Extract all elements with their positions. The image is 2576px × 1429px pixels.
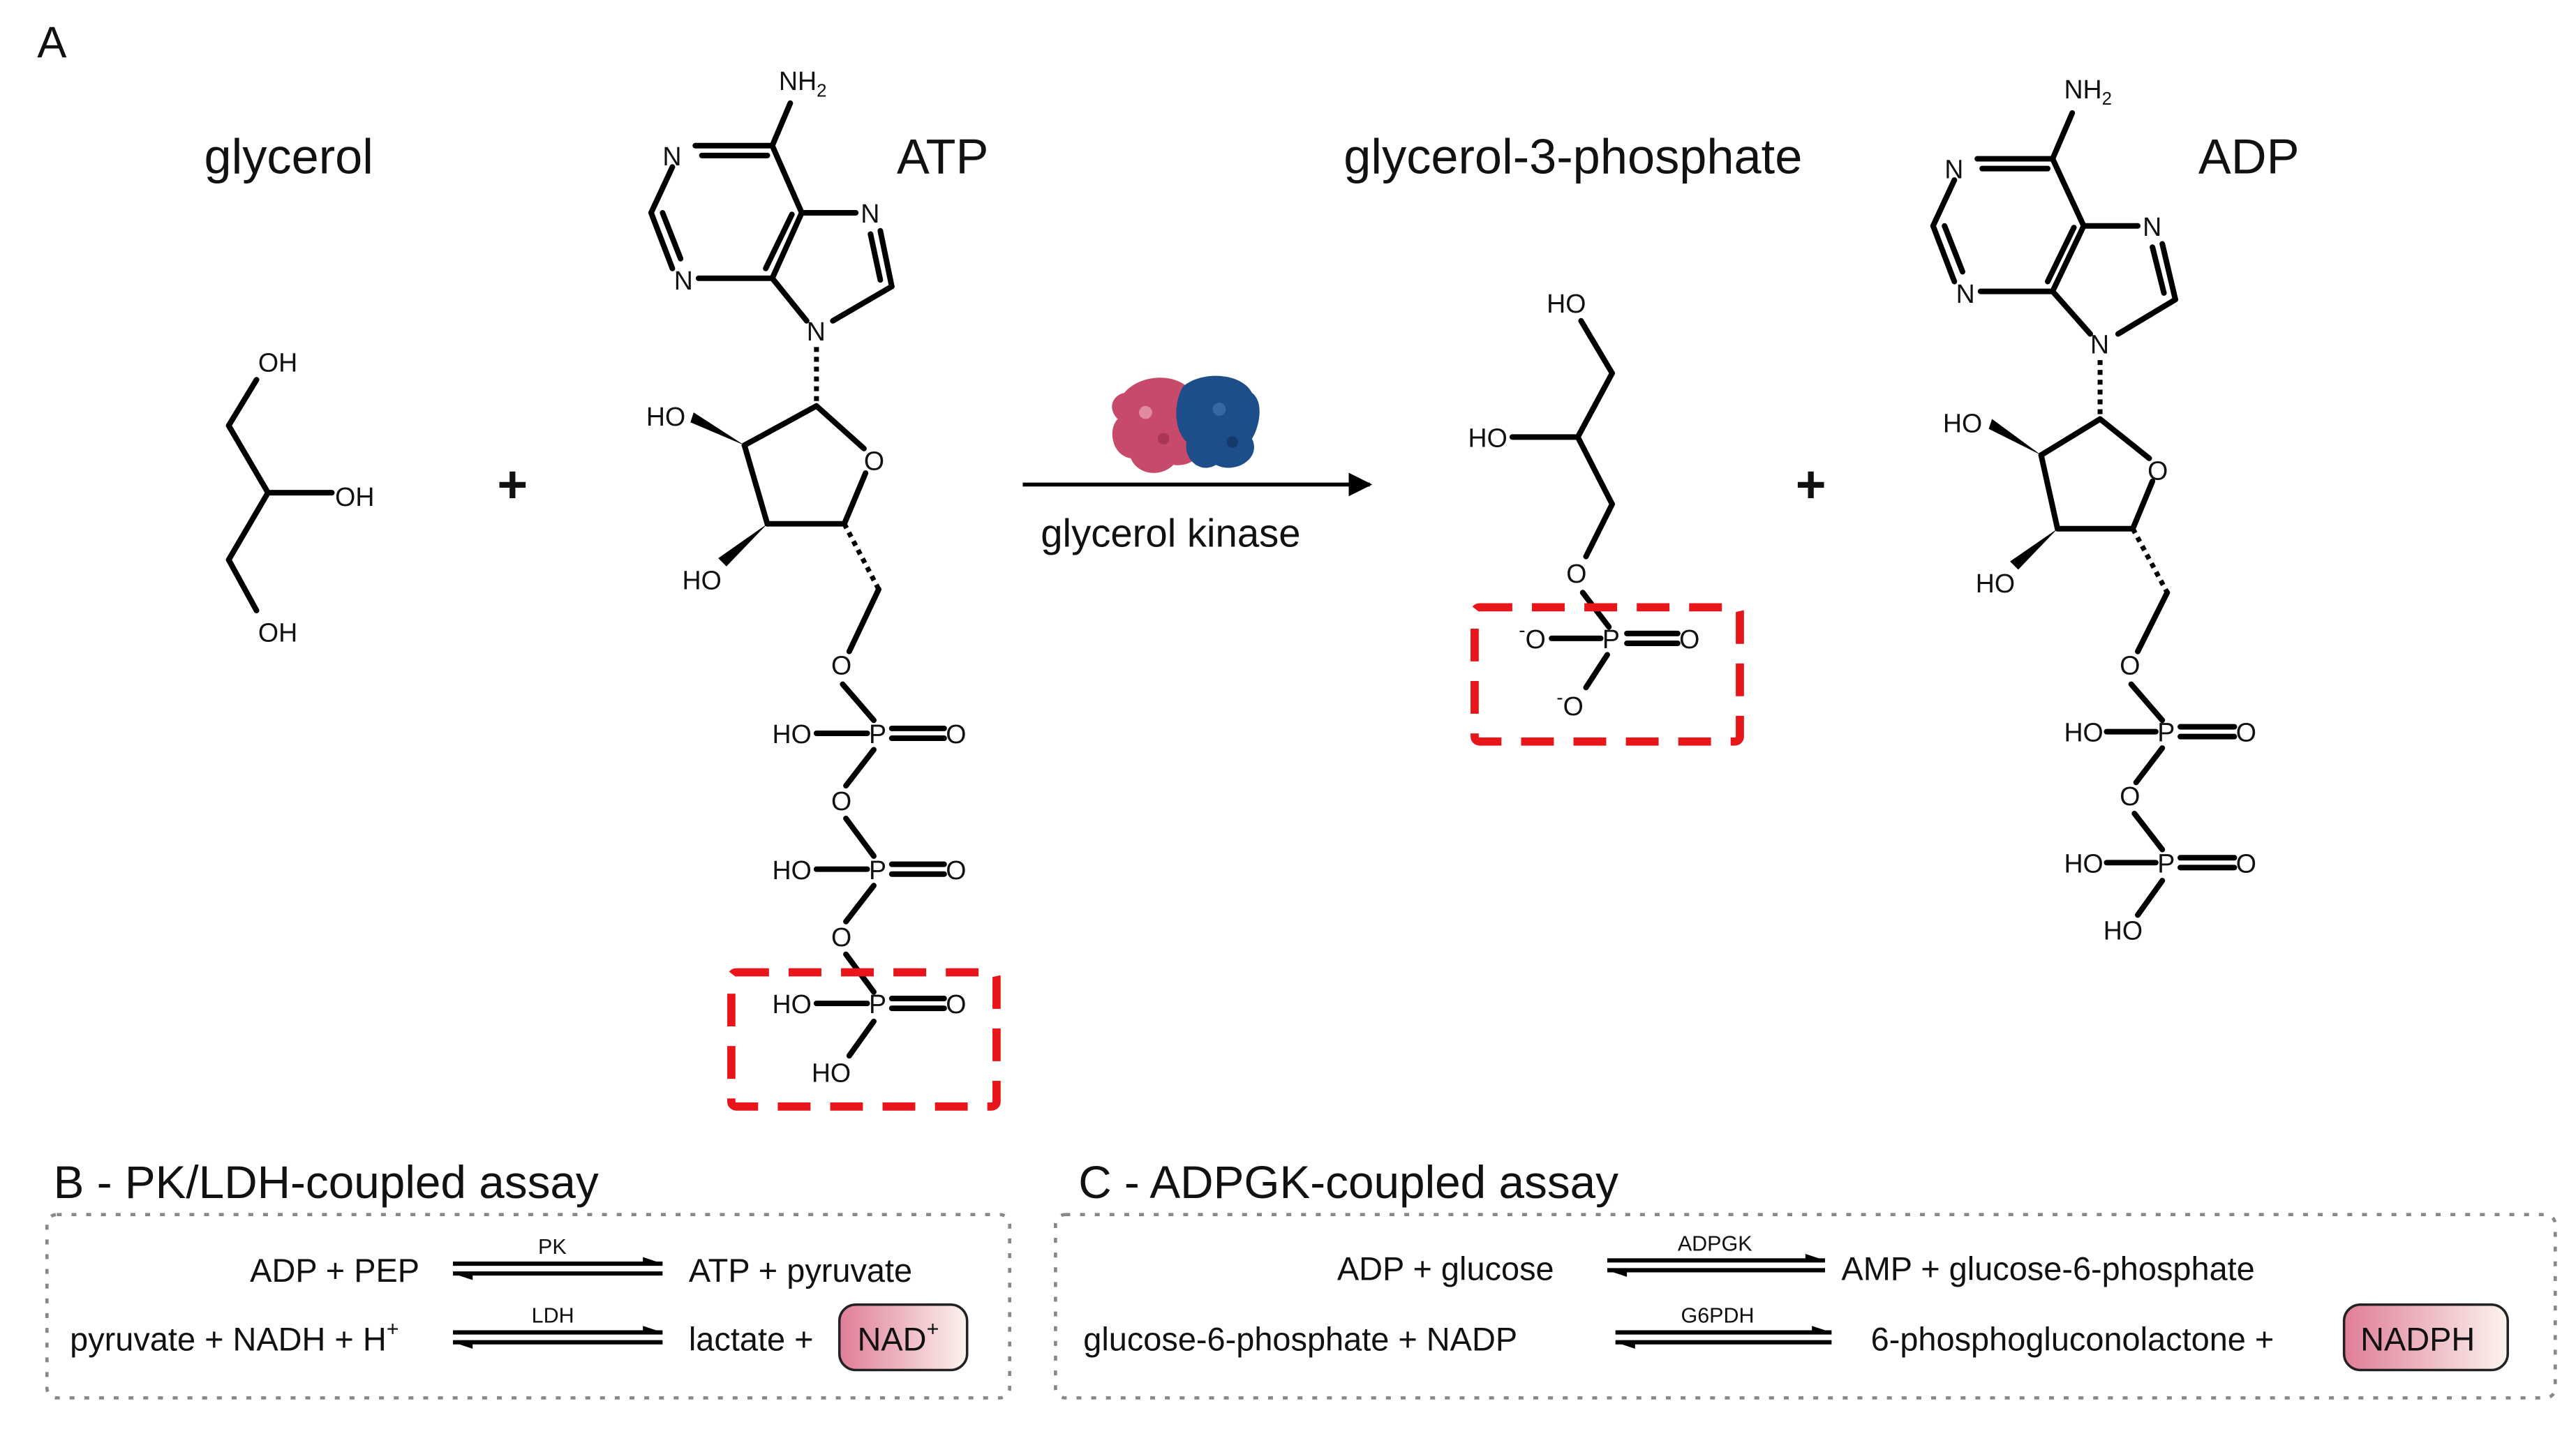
atp-bridge-2: O [831,922,851,952]
glycerol-label: glycerol [204,129,373,184]
glycerol-oh-2: OH [335,482,374,511]
panel-c-r2-right: 6-phosphogluconolactone + [1871,1321,2275,1357]
adp-bridge: O [2120,781,2140,811]
panel-c-r1-left: ADP + glucose [1337,1251,1554,1287]
atp-nh2: NH2 [779,66,827,100]
adp-n3: N [1956,279,1975,308]
nadph-highlight-box [2342,1303,2509,1372]
g3p-ho-1: HO [1547,289,1586,318]
glycerol-structure: OH OH OH [225,348,374,648]
panel-b-r1-enzyme: PK [538,1235,567,1259]
atp-pb-o: O [946,855,966,885]
atp-ho-3: HO [683,566,722,595]
atp-pa-o: O [946,719,966,749]
panel-b-r2-right: lactate + [689,1321,814,1357]
plus-sign-1: + [497,455,528,514]
g3p-ho-2: HO [1468,423,1507,452]
g3p-o-minus-1: -O [1519,620,1546,654]
atp-pg-ho-2: HO [812,1058,851,1088]
atp-ho-2: HO [646,402,685,431]
adp-pa-p: P [2157,718,2175,747]
atp-n7: N [861,199,879,228]
adp-structure: NH2 N N N N O HO HO O [1930,75,2256,945]
atp-gamma-phosphate-highlight [727,968,1001,1111]
plus-sign-2: + [1796,455,1826,514]
atp-n1: N [662,142,681,171]
adp-n9: N [2090,330,2109,359]
adp-ring-o: O [2147,456,2168,485]
panel-c-r2-enzyme: G6PDH [1681,1304,1755,1328]
panel-c-r1-right: AMP + glucose-6-phosphate [1841,1251,2254,1287]
adp-pa-o: O [2236,718,2256,747]
atp-label: ATP [897,129,989,184]
atp-structure: NH2 N N N N O HO HO [646,66,966,1088]
atp-pb-p: P [869,855,886,885]
adp-pb-o: O [2236,848,2256,878]
panel-b-title: B - PK/LDH-coupled assay [54,1157,599,1208]
panel-c-r1-enzyme: ADPGK [1678,1232,1752,1255]
panel-c-r2-left: glucose-6-phosphate + NADP [1083,1321,1517,1357]
panel-b-r1-equilibrium-arrow [453,1257,663,1280]
panel-b-r1-right: ATP + pyruvate [689,1252,912,1289]
atp-pa-ho: HO [773,719,812,749]
nad-highlight-label: NAD+ [858,1317,939,1357]
adp-nh2: NH2 [2064,75,2112,109]
atp-pg-p: P [869,989,886,1019]
panel-c-title: C - ADPGK-coupled assay [1078,1157,1618,1208]
atp-o5: O [831,651,851,680]
panel-c-box [1054,1213,2557,1400]
atp-n9: N [807,317,826,346]
panel-b-r2-equilibrium-arrow [453,1326,663,1349]
glycerol-oh-3: OH [258,618,297,648]
g3p-o-minus-2: -O [1556,687,1584,721]
adp-label: ADP [2198,129,2300,184]
panel-c-r1-equilibrium-arrow [1607,1253,1825,1277]
nad-highlight-box [837,1303,969,1372]
adp-pb-ho-2: HO [2104,916,2143,945]
atp-n3: N [674,266,693,295]
atp-pb-ho: HO [773,855,812,885]
adp-pa-ho: HO [2064,718,2103,747]
glycerol-oh-1: OH [258,348,297,377]
adp-pb-ho: HO [2064,848,2103,878]
g3p-phosphate-highlight [1471,603,1744,746]
g3p-structure: HO HO O P -O O -O [1468,289,1700,721]
adp-pb-p: P [2157,848,2175,878]
atp-pg-ho: HO [773,989,812,1019]
atp-ring-o: O [864,446,884,475]
panel-b-r2-left: pyruvate + NADH + H+ [70,1317,399,1357]
glycerol-kinase-protein-icon [1112,375,1260,473]
adp-ho-2: HO [1943,408,1982,437]
g3p-o: O [1566,559,1586,588]
g3p-p: P [1602,624,1620,654]
atp-pa-p: P [869,719,886,749]
panel-b-box [45,1213,1012,1400]
adp-o5: O [2120,651,2140,680]
panel-c-r2-equilibrium-arrow [1615,1326,1832,1349]
atp-pg-o: O [946,989,966,1019]
nadph-highlight-label: NADPH [2360,1321,2475,1357]
adp-n7: N [2143,212,2161,241]
g3p-p-o: O [1679,624,1699,654]
adp-ho-3: HO [1976,569,2015,598]
enzyme-label: glycerol kinase [1041,511,1300,555]
panel-b-r1-left: ADP + PEP [250,1252,419,1289]
adp-n1: N [1944,155,1963,184]
g3p-label: glycerol-3-phosphate [1343,129,1802,184]
panel-a-label: A [37,18,67,67]
atp-bridge-1: O [831,786,851,816]
panel-b-r2-enzyme: LDH [532,1304,574,1328]
